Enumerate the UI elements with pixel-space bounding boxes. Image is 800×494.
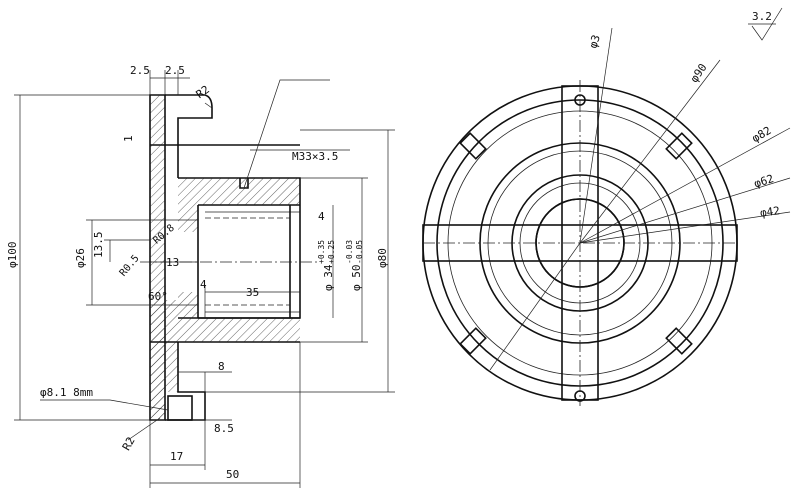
dim-phi62: φ62 — [752, 172, 775, 191]
dim-2-5-right: 2.5 — [165, 64, 185, 77]
dim-4-left: 4 — [200, 278, 207, 291]
dim-phi50: φ 50 — [350, 265, 363, 292]
small-hole-bottom — [574, 390, 586, 402]
dim-r0-5: R0.5 — [118, 253, 142, 279]
section-dimension-lines — [14, 70, 395, 488]
front-view: φ3 φ90 φ82 φ62 φ42 3.2 — [422, 7, 791, 406]
small-hole-top — [574, 94, 586, 106]
dim-thread: M33×3.5 — [292, 150, 338, 163]
dim-phi90: φ90 — [688, 61, 710, 85]
dim-phi34-tol-upper: +0.35 — [317, 240, 326, 264]
dim-8: 8 — [218, 360, 225, 373]
dim-phi34: φ 34 — [322, 264, 335, 291]
roughness-value: 3.2 — [752, 10, 772, 23]
dim-13: 13 — [166, 256, 179, 269]
dim-13-5: 13.5 — [92, 232, 105, 259]
surface-roughness-symbol: 3.2 — [748, 7, 783, 41]
front-leaders — [489, 27, 791, 371]
dim-phi34-tol-lower: +0.25 — [327, 240, 336, 264]
dim-8-5: 8.5 — [214, 422, 234, 435]
dim-phi50-tol-lower: -0.05 — [355, 240, 364, 264]
dim-1: 1 — [122, 135, 135, 142]
front-dimension-texts: φ3 φ90 φ82 φ62 φ42 — [586, 33, 780, 220]
dim-phi80: φ80 — [376, 248, 389, 268]
dim-17: 17 — [170, 450, 183, 463]
dim-r2-top: R2 — [194, 83, 212, 101]
dim-r2-bottom: R2 — [120, 435, 138, 453]
dim-phi26: φ26 — [74, 248, 87, 268]
dim-2-5-left: 2.5 — [130, 64, 150, 77]
dim-35: 35 — [246, 286, 259, 299]
dim-50: 50 — [226, 468, 239, 481]
dim-phi42: φ42 — [759, 204, 780, 220]
dim-phi82: φ82 — [750, 124, 774, 145]
front-slots — [459, 94, 693, 402]
dim-4-right: 4 — [318, 210, 325, 223]
dim-60-degree: 60° — [148, 290, 168, 303]
section-hatching — [150, 95, 300, 420]
dim-phi50-tol-upper: -0.03 — [345, 240, 354, 264]
dim-phi100: φ100 — [6, 242, 19, 269]
section-view: 2.5 2.5 R2 1 M33×3.5 φ100 φ26 13.5 R0.8 … — [6, 64, 395, 488]
dim-phi3: φ3 — [586, 33, 602, 50]
dim-hole-label: φ8.1 8mm — [40, 386, 93, 399]
